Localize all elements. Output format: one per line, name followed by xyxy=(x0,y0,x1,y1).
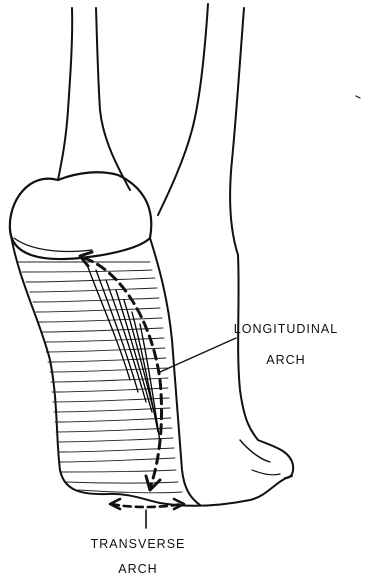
heel-pad xyxy=(10,172,151,259)
longitudinal-arch-label-line2: ARCH xyxy=(226,352,346,368)
longitudinal-arch-label-line1: LONGITUDINAL xyxy=(226,321,346,337)
transverse-arch-label-line2: ARCH xyxy=(78,561,198,577)
stray-mark xyxy=(356,96,360,98)
transverse-arch-label-line1: TRANSVERSE xyxy=(78,536,198,552)
